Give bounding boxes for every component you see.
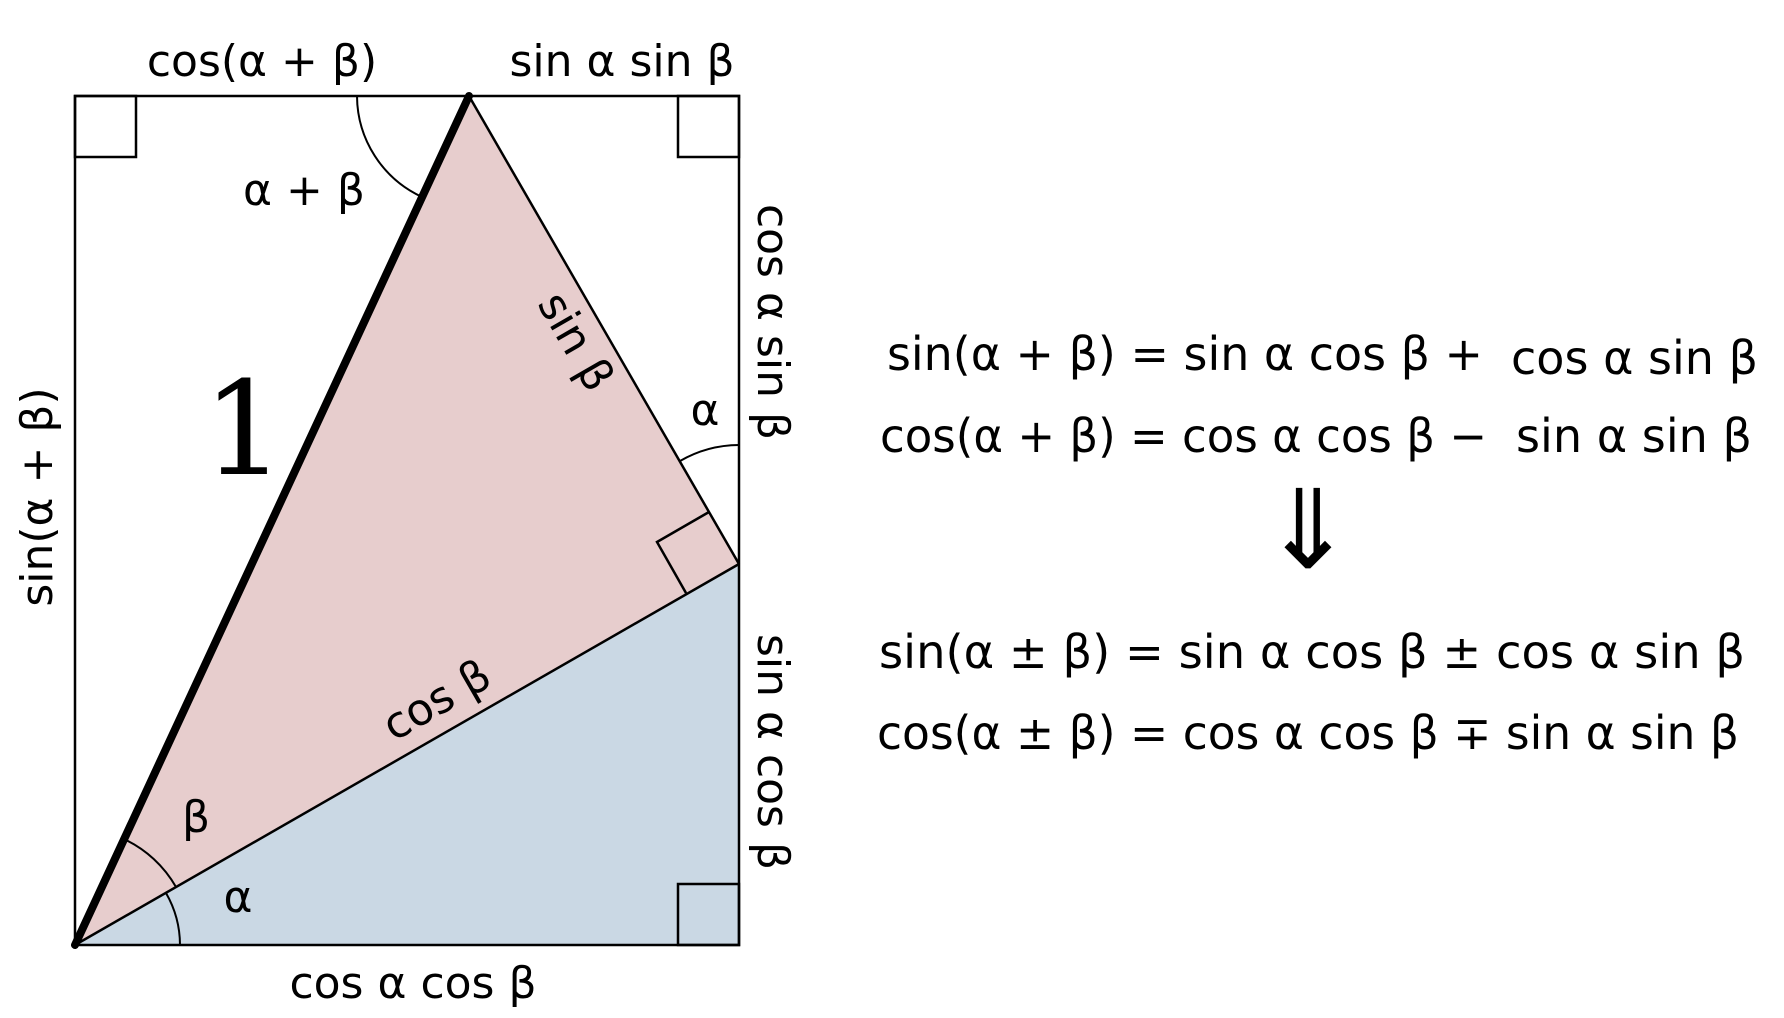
top-right-label: sin α sin β [509, 36, 734, 87]
sin-beta-edge [467, 95, 741, 565]
equation-cos-plusminus: cos(α ± β) = cos α cos β ∓ sin α sin β [877, 706, 1739, 760]
angle-arc-alpha [165, 892, 181, 946]
angle-beta-label: β [182, 792, 210, 843]
equation-cos-sum-rhs: sin α sin β [1516, 409, 1752, 463]
cos-beta-edge [74, 562, 740, 947]
upper-triangle [75, 96, 739, 945]
hypotenuse-edge [71, 92, 473, 949]
angle-top-label: α + β [243, 165, 365, 216]
left-side-label: sin(α + β) [12, 387, 63, 606]
right-angle-marker-top-left [73, 94, 138, 159]
equation-sin-sum-lhs: sin(α + β) = sin α cos β + [887, 327, 1483, 381]
right-angle-marker-inner [655, 510, 710, 594]
angle-arc-beta [123, 838, 177, 888]
bottom-label: cos α cos β [289, 958, 536, 1009]
outer-rectangle [73, 94, 741, 947]
angle-arc-right [679, 444, 740, 462]
top-left-label: cos(α + β) [147, 36, 377, 87]
right-lower-label: sin α cos β [747, 634, 798, 870]
equation-sin-plusminus: sin(α ± β) = sin α cos β ± cos α sin β [879, 625, 1745, 679]
right-angle-marker-bottom-right [676, 882, 741, 947]
angle-alpha-label: α [223, 872, 252, 923]
angle-right-label: α [690, 385, 719, 436]
implies-arrow: ⇓ [1262, 466, 1354, 594]
hypotenuse-label: 1 [203, 353, 286, 505]
angle-arc-top [356, 95, 423, 198]
equation-cos-sum-lhs: cos(α + β) = cos α cos β − [880, 409, 1487, 463]
right-upper-label: cos α sin β [747, 204, 798, 440]
equation-sin-sum-rhs: cos α sin β [1511, 331, 1758, 385]
right-angle-marker-top-right [676, 94, 741, 159]
